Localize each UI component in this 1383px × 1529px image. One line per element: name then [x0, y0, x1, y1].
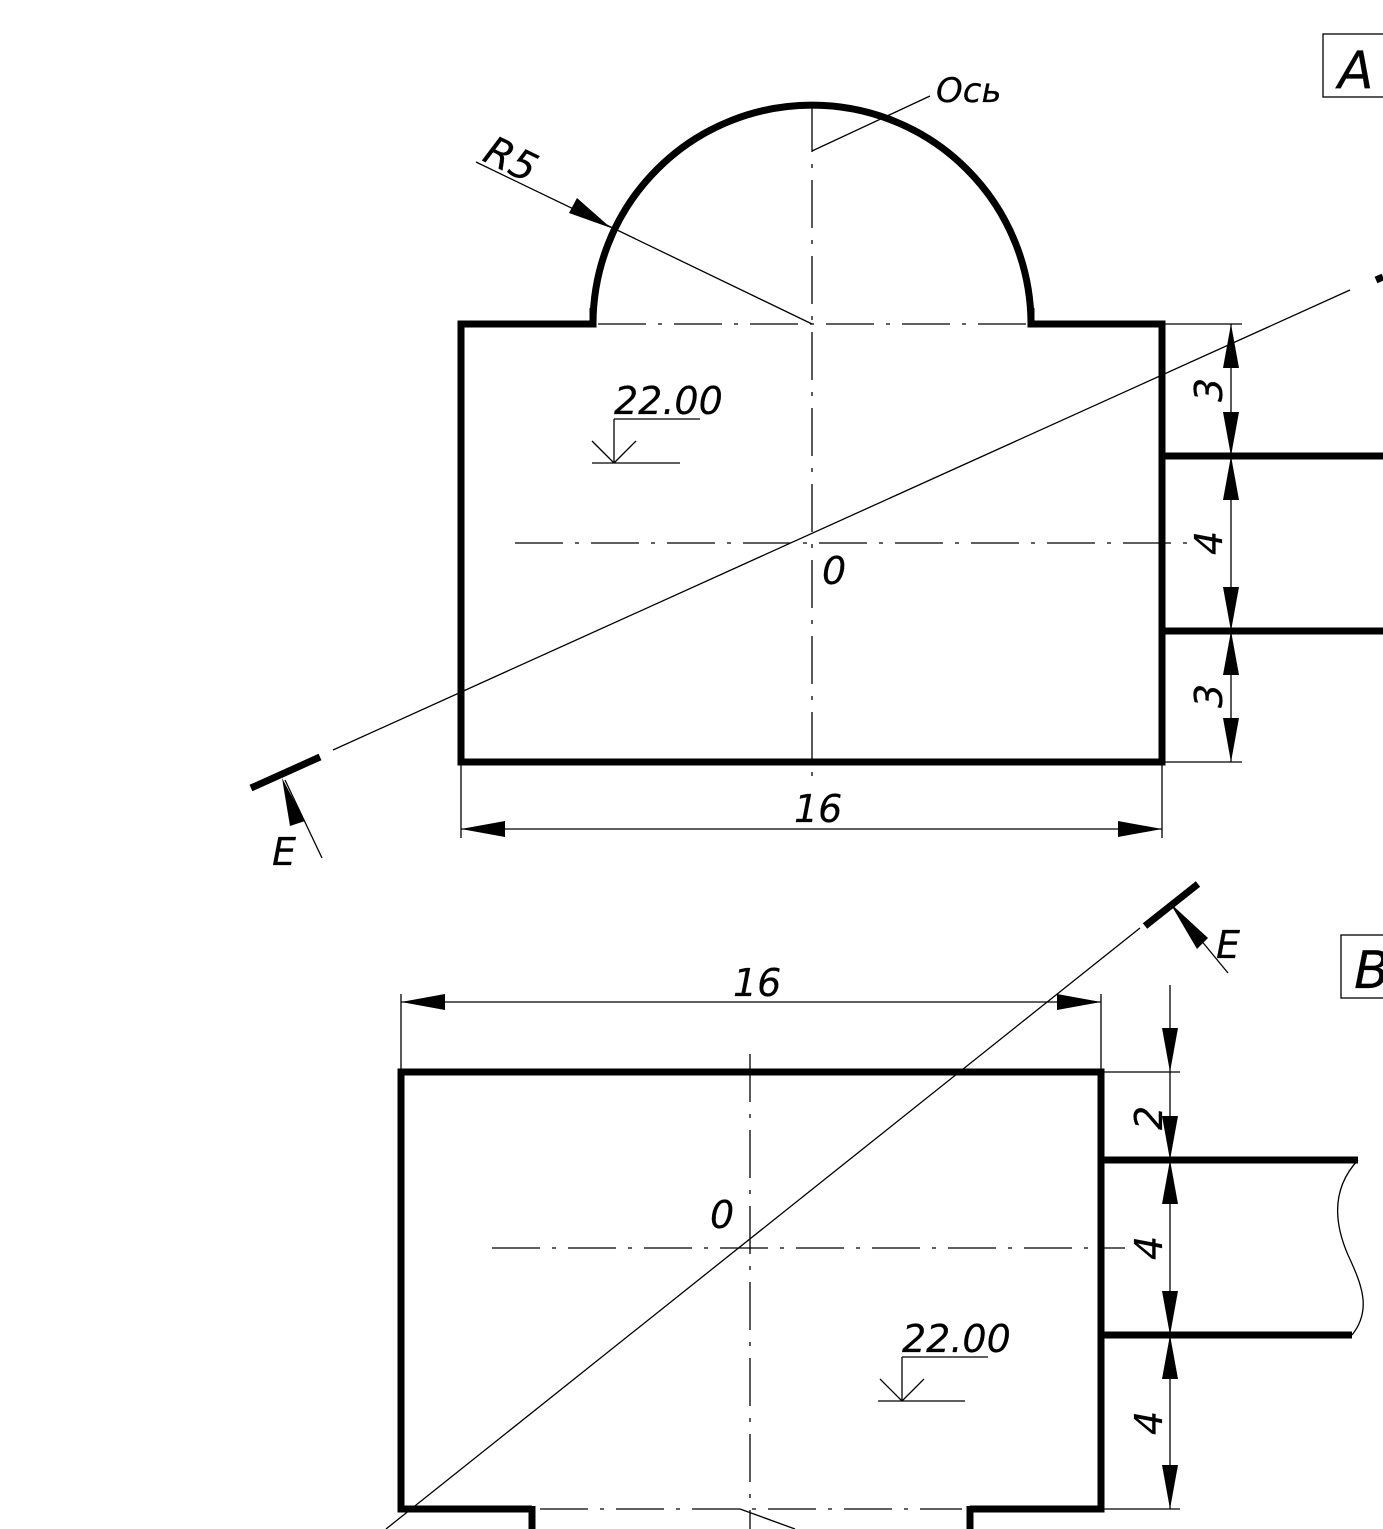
view-b: B 0 22.00 E [385, 881, 1383, 1529]
view-b-width-dim: 16 [733, 961, 781, 1005]
view-b-outline [397, 1068, 1105, 1513]
view-a-axis-leader [811, 95, 931, 152]
view-a-center-label: 0 [822, 549, 846, 593]
view-a-outline [457, 101, 1166, 766]
view-a-axis-label: Ось [936, 71, 1002, 111]
view-a-elevation-label: 22.00 [614, 379, 723, 423]
view-b-label: B [1354, 941, 1383, 1001]
view-b-center-label: 0 [710, 1193, 734, 1237]
view-b-section-label: E [1216, 923, 1240, 967]
view-a-section-label: E [272, 830, 296, 874]
view-a-label: A [1335, 41, 1374, 101]
view-a-section-mark-lower [249, 753, 322, 792]
view-a-radius-leader [475, 161, 813, 325]
view-a-section-arrow [282, 778, 305, 826]
view-b-dim-bottom: 4 [1127, 1411, 1171, 1435]
view-a-section-mark-upper [1374, 273, 1383, 284]
view-a-dim-bottom: 3 [1187, 684, 1231, 708]
view-b-dim-mid: 4 [1127, 1236, 1171, 1260]
view-b-elevation-mark: 22.00 [878, 1317, 1011, 1402]
view-b-dim-top: 2 [1127, 1106, 1171, 1130]
view-a-radius-label: R5 [477, 128, 545, 193]
view-b-break-line [1336, 1159, 1364, 1336]
view-b-section-arrow [1170, 903, 1208, 949]
view-a-label-box [1322, 33, 1383, 98]
view-b-elevation-label: 22.00 [902, 1317, 1011, 1361]
view-a-dim-mid: 4 [1187, 531, 1231, 555]
view-a-dim-top: 3 [1187, 378, 1231, 402]
view-a: A Ось R5 0 22.00 [249, 33, 1383, 874]
view-a-width-dim: 16 [794, 787, 842, 831]
view-b-label-box [1340, 934, 1383, 999]
view-a-radius-arrow [569, 198, 611, 228]
view-a-elevation-mark: 22.00 [591, 379, 723, 464]
view-b-section-line [385, 927, 1141, 1529]
view-a-section-line [332, 289, 1351, 751]
